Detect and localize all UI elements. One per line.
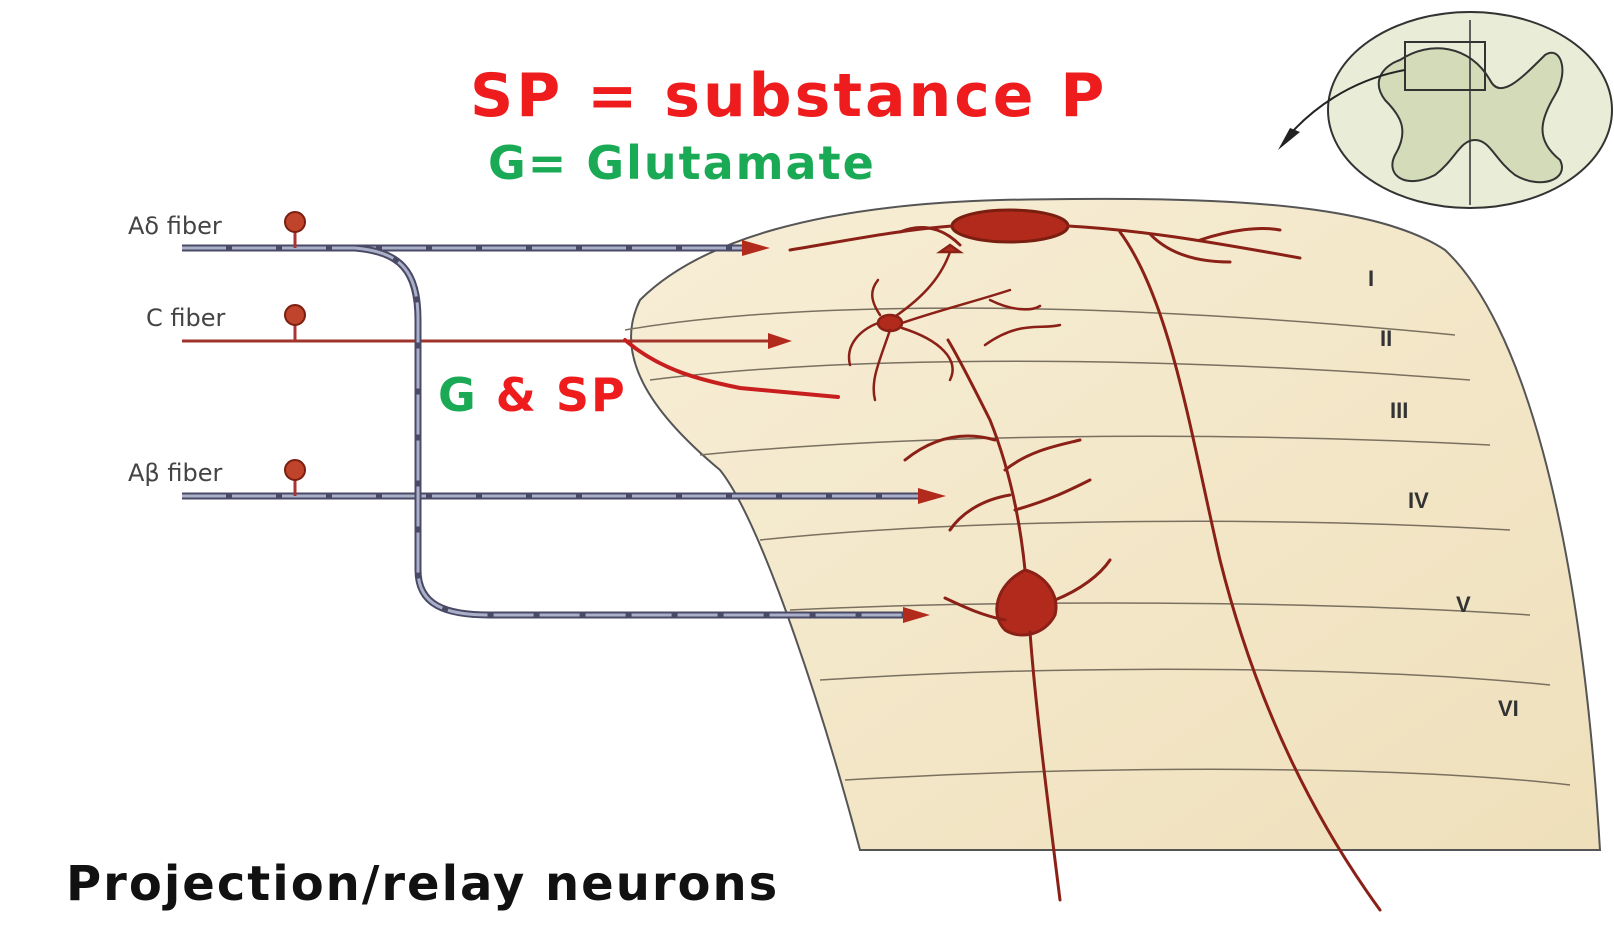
lamina-boundaries bbox=[624, 307, 1571, 786]
lamina-label-1: I bbox=[1368, 266, 1375, 291]
spinal-cord-inset bbox=[1278, 11, 1613, 209]
lamina-label-5: V bbox=[1456, 592, 1471, 617]
a-beta-fiber-label: Aβ fiber bbox=[128, 459, 223, 487]
g-label: G bbox=[438, 368, 478, 422]
dorsal-horn bbox=[630, 197, 1602, 851]
lamina-five-neuron bbox=[903, 338, 1112, 902]
substance-p-title: SP = substance P bbox=[470, 61, 1108, 131]
g-and-sp-annotation: G & SP bbox=[438, 372, 627, 418]
lamina-label-6: VI bbox=[1498, 696, 1519, 721]
lamina-label-2: II bbox=[1380, 326, 1393, 351]
a-beta-descending-branch bbox=[354, 244, 930, 623]
lamina-one-neuron bbox=[788, 208, 1382, 912]
glutamate-title: G= Glutamate bbox=[488, 136, 876, 190]
lamina-label-3: III bbox=[1390, 398, 1409, 423]
and-sp-label: & SP bbox=[495, 368, 627, 422]
annotation-strokes bbox=[623, 338, 840, 399]
c-fiber-label: C fiber bbox=[146, 304, 226, 332]
a-delta-fiber-label: Aδ fiber bbox=[128, 212, 222, 240]
c-fiber-axon bbox=[182, 304, 792, 349]
lamina-label-4: IV bbox=[1408, 488, 1429, 513]
a-delta-axon bbox=[182, 211, 770, 256]
caption: Projection/relay neurons bbox=[66, 856, 780, 912]
a-beta-axon bbox=[182, 459, 946, 504]
lamina-two-neurons bbox=[847, 243, 1062, 402]
